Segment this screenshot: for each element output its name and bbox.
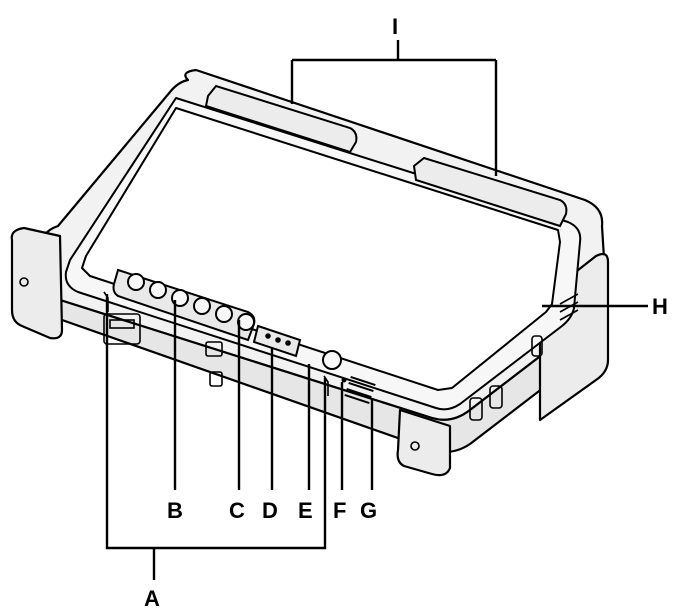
- button-1[interactable]: [127, 273, 145, 291]
- leader-A: [105, 294, 327, 580]
- callout-label-D: D: [262, 498, 278, 523]
- button-4[interactable]: [193, 297, 211, 315]
- screen-assembly: [64, 97, 582, 411]
- front-screw: [410, 441, 420, 451]
- front-corner-block: [396, 408, 452, 477]
- callout-label-A: A: [144, 586, 160, 610]
- speaker-grille: [344, 376, 376, 404]
- right-port-2: [489, 385, 503, 409]
- callout-label-B: B: [167, 498, 183, 523]
- microphone: [341, 377, 347, 383]
- led-panel: [252, 324, 302, 358]
- leader-lines: [105, 40, 648, 580]
- leader-I: [290, 40, 498, 176]
- front-port-2: [209, 371, 223, 387]
- button-2[interactable]: [149, 281, 167, 299]
- callout-label-G: G: [360, 498, 377, 523]
- handle-right: [412, 156, 568, 228]
- button-5[interactable]: [215, 305, 233, 323]
- callout-labels: I H B C D E F G A: [144, 14, 668, 610]
- callout-label-I: I: [392, 14, 398, 39]
- callout-label-H: H: [652, 294, 668, 319]
- right-port-1: [469, 397, 483, 421]
- left-screw: [19, 277, 29, 287]
- callout-label-C: C: [229, 498, 245, 523]
- power-switch[interactable]: [322, 350, 342, 370]
- right-port-3: [531, 335, 543, 357]
- left-port: [103, 313, 141, 345]
- top-handles: [204, 84, 568, 228]
- display-screen: [81, 107, 561, 391]
- callout-label-E: E: [298, 498, 313, 523]
- button-6[interactable]: [237, 313, 255, 331]
- left-end-block: [10, 226, 64, 340]
- front-port-1: [205, 341, 223, 357]
- callout-label-F: F: [333, 498, 346, 523]
- handle-left: [204, 84, 358, 154]
